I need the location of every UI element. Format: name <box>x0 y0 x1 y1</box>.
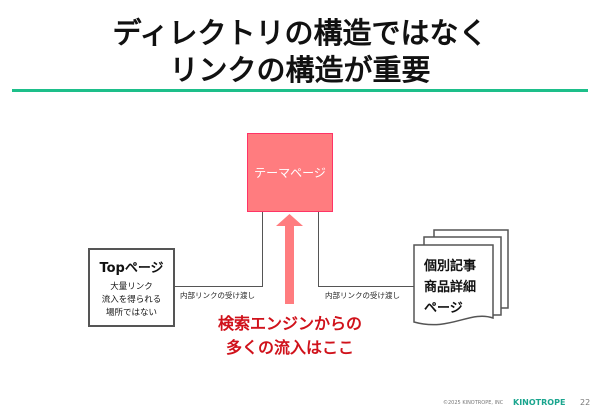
top-page-note: 場所ではない <box>105 308 157 318</box>
connector-left-v <box>262 212 263 287</box>
top-page-heading: Topページ <box>99 261 164 276</box>
title-line-2: リンクの構造が重要 <box>169 53 431 87</box>
copyright: ©2025 KINOTROPE, INC <box>443 400 504 406</box>
callout-line-2: 多くの流入はここ <box>225 338 354 357</box>
callout: 検索エンジンからの 多くの流入はここ <box>180 312 400 360</box>
page-number: 22 <box>580 398 591 407</box>
up-arrow-icon <box>276 214 303 304</box>
connector-right-h <box>318 286 414 287</box>
connector-right-v <box>318 212 319 287</box>
title-divider <box>12 89 588 92</box>
title-line-1: ディレクトリの構造ではなく <box>112 16 488 50</box>
top-page-box: Topページ 大量リンク 流入を得られる 場所ではない <box>88 248 175 327</box>
detail-line: ページ <box>424 301 463 316</box>
theme-page-label: テーマページ <box>254 166 326 180</box>
link-label-left: 内部リンクの受け渡し <box>180 291 255 300</box>
document-stack-icon <box>413 229 509 326</box>
detail-line: 個別記事 <box>424 259 477 274</box>
theme-page-box: テーマページ <box>247 133 333 212</box>
top-page-note: 流入を得られる <box>101 295 162 305</box>
top-page-note: 大量リンク <box>110 282 153 292</box>
logo: KINOTROPE <box>513 398 566 407</box>
detail-line: 商品詳細 <box>424 280 477 295</box>
detail-pages-text: 個別記事 商品詳細 ページ <box>424 256 476 319</box>
callout-line-1: 検索エンジンからの <box>217 314 362 333</box>
connector-left-h <box>175 286 263 287</box>
link-label-right: 内部リンクの受け渡し <box>325 291 400 300</box>
